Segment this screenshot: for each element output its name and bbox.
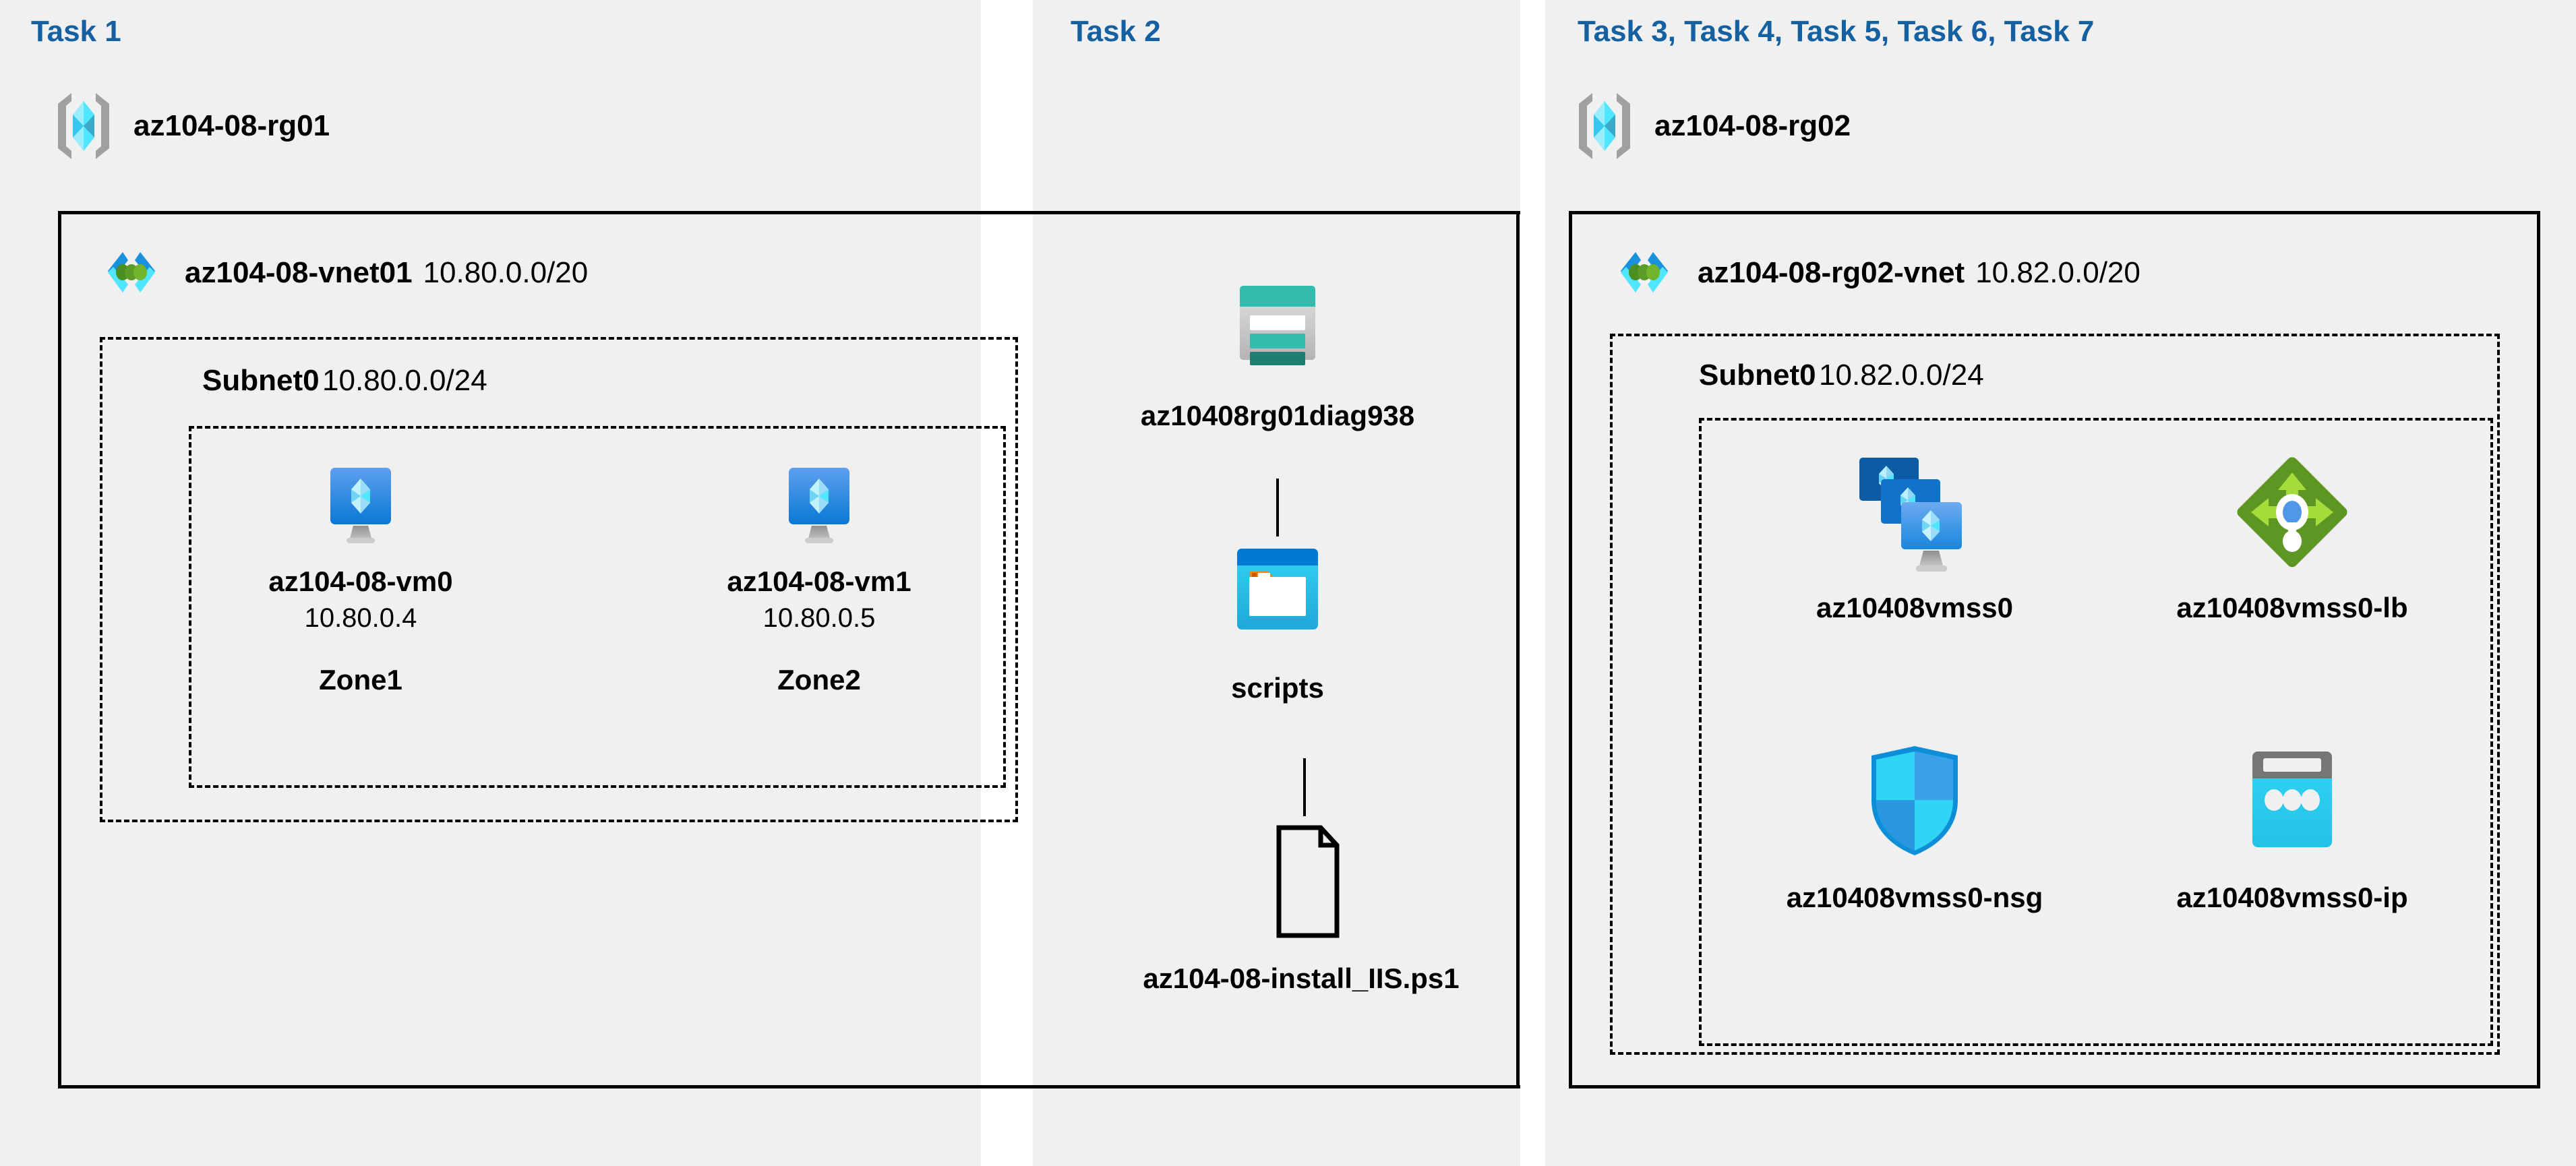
vm-name-0: az104-08-vm0 <box>268 565 453 597</box>
vm-node-0[interactable]: az104-08-vm0 10.80.0.4 Zone1 <box>216 458 506 696</box>
vnet-header-right: az104-08-rg02-vnet 10.82.0.0/20 <box>1609 237 2140 309</box>
resource-group-header-left: az104-08-rg01 <box>51 89 330 163</box>
resource-group-inner-boundary-right <box>1699 418 2493 1046</box>
public-ip-address-name: az10408vmss0-ip <box>2176 882 2408 913</box>
load-balancer-name: az10408vmss0-lb <box>2176 592 2408 623</box>
resource-group-name-left: az104-08-rg01 <box>133 109 330 142</box>
public-ip-address-node[interactable]: az10408vmss0-ip <box>2103 738 2481 915</box>
subnet-title-right: Subnet0 10.82.0.0/24 <box>1699 359 1984 392</box>
script-file-node[interactable]: az104-08-install_IIS.ps1 <box>1065 821 1537 995</box>
connector-container-to-file <box>1303 758 1306 816</box>
vnet-boundary-left <box>58 211 1520 1088</box>
virtual-network-icon <box>1609 237 1680 309</box>
network-security-group-name: az10408vmss0-nsg <box>1786 882 2043 913</box>
subnet-title-left: Subnet0 10.80.0.0/24 <box>202 364 487 398</box>
subnet-name-left: Subnet0 <box>202 364 320 397</box>
vnet-boundary-right <box>1569 211 2540 1088</box>
task-label-middle: Task 2 <box>1071 15 1161 48</box>
storage-account-node[interactable]: az10408rg01diag938 <box>1106 263 1449 433</box>
vm-scale-set-node[interactable]: az10408vmss0 <box>1726 448 2103 625</box>
task-label-left: Task 1 <box>31 15 121 48</box>
network-security-group-node[interactable]: az10408vmss0-nsg <box>1726 738 2103 915</box>
vm-node-1[interactable]: az104-08-vm1 10.80.0.5 Zone2 <box>674 458 964 696</box>
subnet-name-right: Subnet0 <box>1699 359 1816 392</box>
blob-container-node[interactable]: scripts <box>1106 538 1449 705</box>
vm-name-1: az104-08-vm1 <box>727 565 911 597</box>
virtual-machine-icon <box>774 458 864 549</box>
load-balancer-icon <box>2228 448 2356 576</box>
subnet-boundary-right <box>1610 334 2500 1055</box>
storage-boundary-middle <box>1033 211 1520 1088</box>
blob-container-icon <box>1218 538 1337 656</box>
load-balancer-node[interactable]: az10408vmss0-lb <box>2103 448 2481 625</box>
network-security-group-icon <box>1857 738 1972 866</box>
vnet-cidr-left: 10.80.0.0/20 <box>423 256 589 289</box>
vm-zone-0: Zone1 <box>319 663 402 696</box>
panel-left-background <box>0 0 981 1166</box>
vnet-name-right: az104-08-rg02-vnet <box>1698 256 1965 289</box>
vm-scale-set-icon <box>1847 448 1982 576</box>
storage-account-name: az10408rg01diag938 <box>1140 400 1415 431</box>
vm-ip-1: 10.80.0.5 <box>762 603 876 633</box>
task-label-right: Task 3, Task 4, Task 5, Task 6, Task 7 <box>1578 15 2095 48</box>
vnet-name-left: az104-08-vnet01 <box>185 256 413 289</box>
resource-group-icon <box>1572 89 1637 163</box>
vnet-header-left: az104-08-vnet01 10.80.0.0/20 <box>96 237 588 309</box>
vnet-cidr-right: 10.82.0.0/20 <box>1975 256 2140 289</box>
public-ip-address-icon <box>2235 738 2349 866</box>
script-file-name: az104-08-install_IIS.ps1 <box>1143 962 1460 994</box>
virtual-network-icon <box>96 237 167 309</box>
virtual-machine-icon <box>316 458 406 549</box>
vm-scale-set-name: az10408vmss0 <box>1816 592 2013 623</box>
resource-group-name-right: az104-08-rg02 <box>1654 109 1851 142</box>
availability-zone-boundary-left <box>189 426 1006 788</box>
resource-group-header-right: az104-08-rg02 <box>1572 89 1851 163</box>
vm-zone-1: Zone2 <box>777 663 861 696</box>
subnet-boundary-left <box>100 337 1018 822</box>
connector-storage-to-container <box>1276 479 1279 536</box>
vm-ip-0: 10.80.0.4 <box>304 603 417 633</box>
panel-right-background <box>1545 0 2576 1166</box>
storage-account-icon <box>1218 263 1337 381</box>
blob-container-name: scripts <box>1231 672 1324 704</box>
subnet-cidr-right: 10.82.0.0/24 <box>1819 359 1984 392</box>
subnet-cidr-left: 10.80.0.0/24 <box>322 364 487 397</box>
file-icon <box>1251 821 1352 946</box>
resource-group-icon <box>51 89 116 163</box>
